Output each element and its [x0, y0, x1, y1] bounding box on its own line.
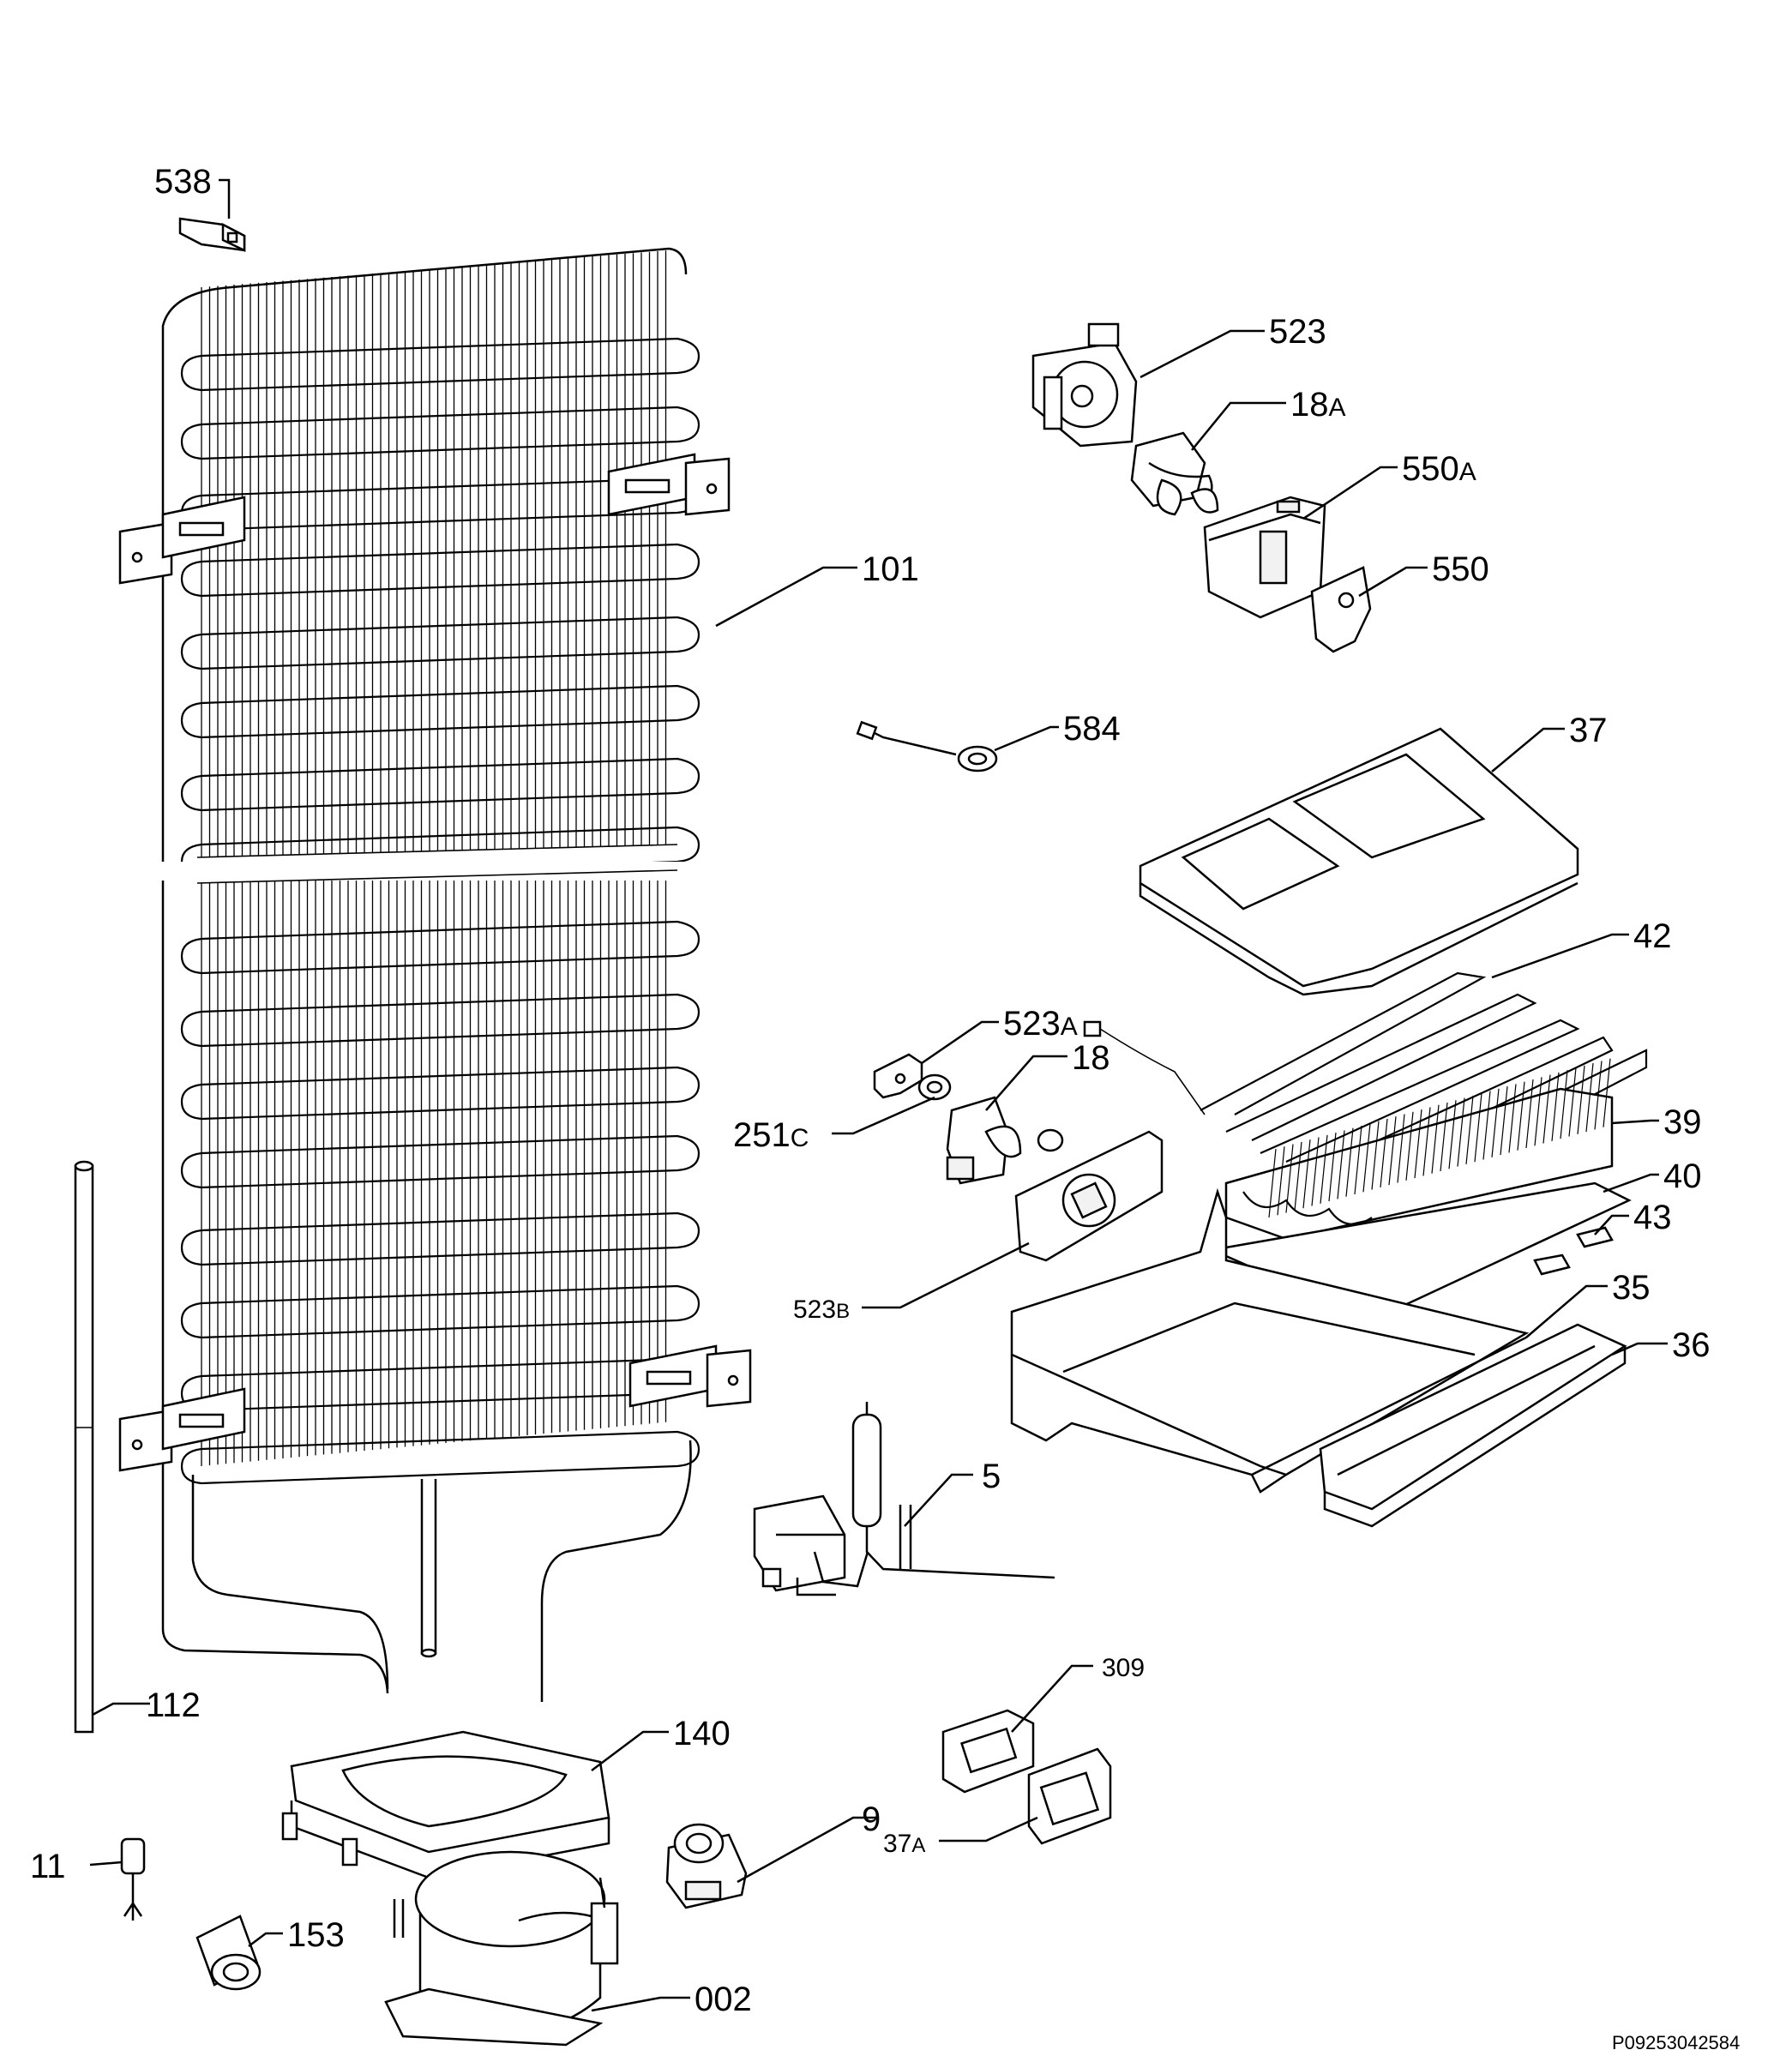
bracket-top-left: [118, 496, 246, 585]
clips-43: [1533, 1226, 1614, 1276]
label-37: 37: [1569, 712, 1608, 749]
control-board-309: [941, 1709, 1035, 1794]
fan-motor-18a: [1130, 431, 1219, 516]
reference-code: P09253042584: [1612, 2032, 1740, 2053]
label-40: 40: [1663, 1157, 1702, 1195]
label-550: 550: [1432, 550, 1489, 588]
fan-housing-523: [1031, 322, 1138, 448]
label-18: 18: [1072, 1039, 1110, 1077]
label-140: 140: [673, 1715, 731, 1752]
shelf-37: [1139, 727, 1579, 996]
control-board-37a: [1027, 1747, 1112, 1845]
leader-lines: [89, 178, 1668, 2012]
label-101: 101: [862, 550, 919, 588]
label-112: 112: [146, 1686, 201, 1724]
label-35: 35: [1612, 1269, 1651, 1307]
label-11: 11: [30, 1848, 66, 1885]
tube-112: [74, 1160, 94, 1734]
condenser-101: [118, 247, 752, 1702]
label-37a: 37A: [883, 1830, 925, 1858]
label-584: 584: [1063, 710, 1121, 748]
label-523b: 523B: [793, 1296, 850, 1324]
valve-11: [120, 1837, 146, 1921]
frame-35: [1010, 1187, 1530, 1494]
compressor-tray-140: [281, 1730, 610, 1879]
sensor-584: [856, 720, 998, 772]
bracket-bottom-left: [118, 1387, 246, 1472]
channel-36: [1319, 1323, 1627, 1528]
label-39: 39: [1663, 1103, 1702, 1141]
label-251c: 251C: [733, 1116, 809, 1154]
bracket-523a: [873, 1053, 923, 1099]
label-538: 538: [154, 163, 212, 201]
sleeve-153: [195, 1915, 262, 1991]
label-153: 153: [287, 1916, 345, 1954]
label-18a: 18A: [1290, 386, 1346, 424]
label-523a: 523A: [1003, 1005, 1078, 1043]
heater-42: [1083, 971, 1648, 1184]
bracket-top-right: [607, 453, 731, 516]
label-002: 002: [695, 1981, 752, 2018]
compressor-002: [384, 1850, 619, 2047]
label-550a: 550A: [1402, 450, 1476, 488]
label-42: 42: [1633, 917, 1672, 955]
relay-9: [665, 1823, 748, 1909]
label-36: 36: [1672, 1326, 1711, 1364]
part-labels: 538 523 18A 550A 101 550 584 37 42 523A …: [30, 163, 1711, 2018]
fan-plate-523b: [1014, 1130, 1164, 1262]
label-5: 5: [982, 1458, 1001, 1495]
connector-538: [178, 217, 246, 252]
bracket-bottom-right: [628, 1344, 752, 1408]
grommet-251c: [917, 1073, 952, 1101]
label-309: 309: [1102, 1654, 1145, 1682]
lid-550: [1310, 566, 1372, 653]
drier-valve-5: [753, 1402, 1055, 1596]
label-523: 523: [1269, 313, 1326, 351]
fan-motor-18: [946, 1096, 1064, 1185]
label-43: 43: [1633, 1199, 1672, 1236]
label-9: 9: [862, 1800, 881, 1838]
